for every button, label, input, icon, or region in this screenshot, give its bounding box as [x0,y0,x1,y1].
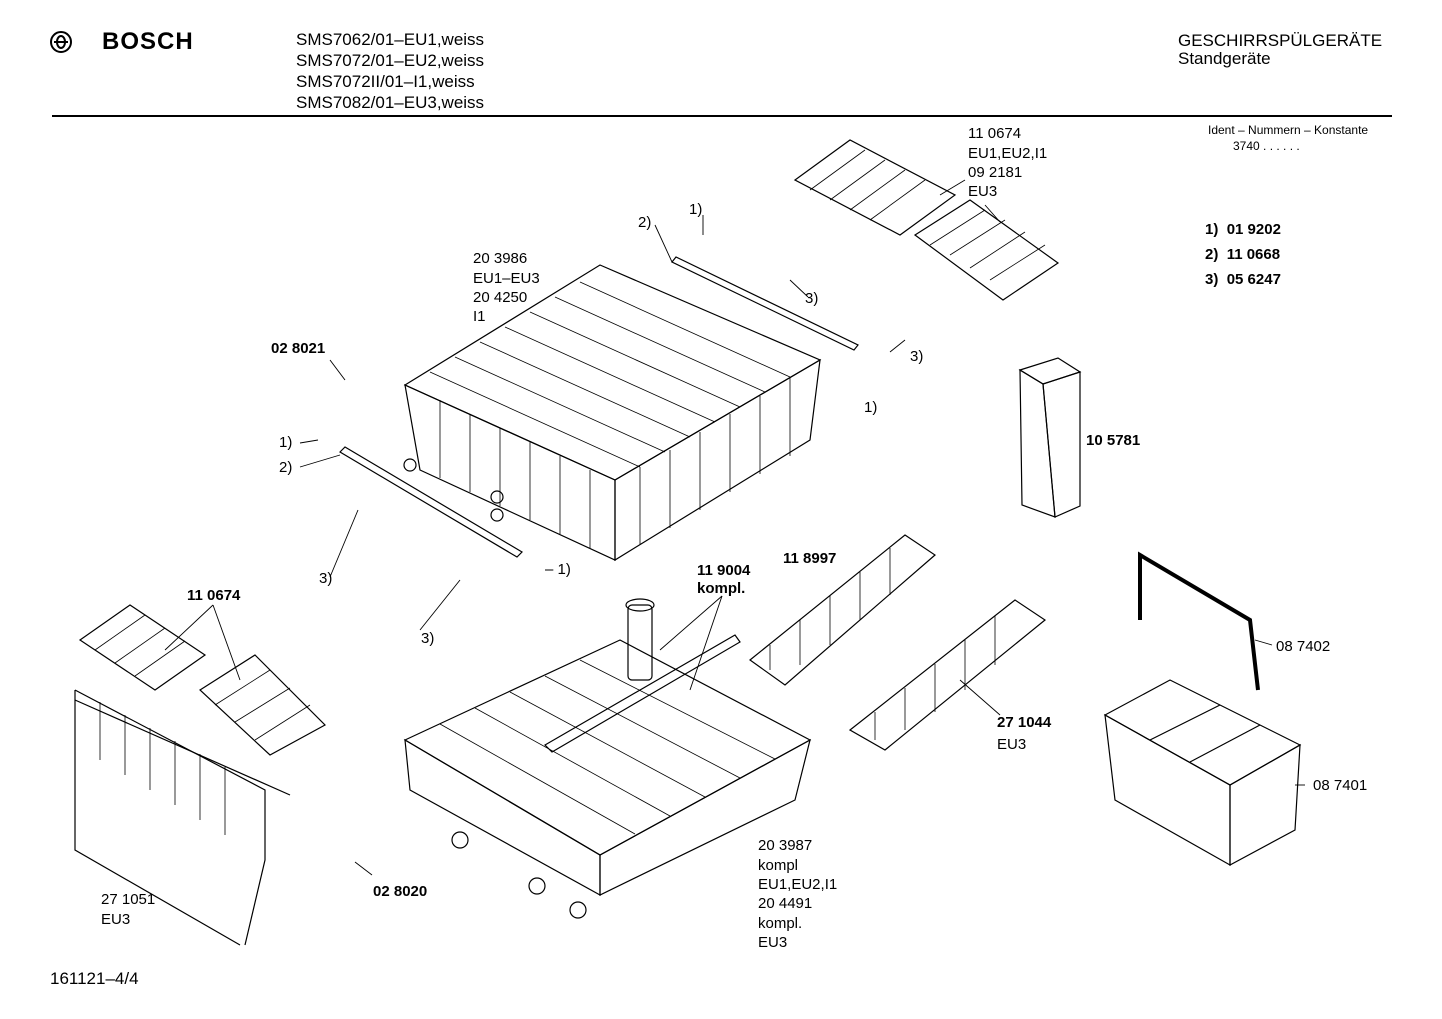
legend-item: 3) 05 6247 [1205,271,1281,289]
spray-arm-drawing [544,598,741,753]
part-label-handle: 08 7402 [1276,638,1331,655]
legend-key: 3) [1205,271,1219,288]
legend-value: 05 6247 [1226,271,1281,288]
container-drawing [1018,357,1082,518]
page-id: 161121–4/4 [50,969,139,988]
upper-rack-drawing [403,264,822,562]
part-label-insert-lower: EU3 [997,736,1027,753]
callout-1: 1) [689,201,703,218]
part-label-spray-arm: kompl. [697,580,746,597]
callout-1: 1) [279,434,293,451]
part-label-lower-rack: EU1,EU2,I1 [758,876,838,893]
ident-label: Ident – Nummern – Konstante [1208,123,1369,137]
part-label-cup-rack: 27 1051 [101,891,156,908]
cup-rack-drawing [74,689,291,946]
bosch-logo: BOSCH [50,28,194,56]
brand-name: BOSCH [102,28,194,55]
part-label-lower-rack: 20 4491 [758,895,813,912]
part-label-top-rack: 20 4250 [473,289,528,306]
legend-item: 2) 11 0668 [1205,246,1280,264]
part-label-spray-arm: 11 9004 [697,562,751,579]
legend-key: 1) [1205,221,1219,238]
part-label-basket: 08 7401 [1313,777,1368,794]
part-label-tines-left: 11 0674 [187,587,241,604]
part-label-top-rack: I1 [473,308,486,325]
part-label-tines-top: EU1,EU2,I1 [968,145,1048,162]
tines-left-drawing [78,604,326,756]
model-line: SMS7072/01–EU2,weiss [296,51,485,70]
part-label-lower-rack: kompl. [758,915,803,932]
legend-value: 11 0668 [1226,246,1281,263]
part-label-tines-top: 11 0674 [968,125,1022,142]
part-label-tines-top: EU3 [968,183,998,200]
part-label-wheel-lower: 02 8020 [373,883,428,900]
category-subtitle: Standgeräte [1178,49,1271,68]
inserts-drawing [749,534,1047,751]
part-label-lower-rack: kompl [758,857,799,874]
part-label-top-rack: EU1–EU3 [473,270,540,287]
part-label-tines-top: 09 2181 [968,164,1023,181]
model-line: SMS7072II/01–I1,weiss [296,72,475,91]
leader-lines [164,179,1305,876]
legend-item: 1) 01 9202 [1205,221,1281,239]
part-label-insert-upper: 11 8997 [783,550,837,567]
part-label-lower-rack: 20 3987 [758,837,813,854]
callout-2: 2) [638,214,652,231]
callout-3: 3) [910,348,924,365]
callout-1: – 1) [545,561,571,578]
callout-3: 3) [421,630,435,647]
category-title: GESCHIRRSPÜLGERÄTE [1178,31,1383,50]
callout-3: 3) [319,570,333,587]
model-line: SMS7062/01–EU1,weiss [296,30,485,49]
part-label-insert-lower: 27 1044 [997,714,1052,731]
legend-key: 2) [1205,246,1219,263]
rails-drawing [339,256,859,558]
part-label-container: 10 5781 [1086,432,1141,449]
ident-value: 3740 . . . . . . [1233,139,1300,153]
bosch-armature-icon [50,31,72,53]
part-label-lower-rack: EU3 [758,934,788,951]
callout-2: 2) [279,459,293,476]
part-label-cup-rack: EU3 [101,911,131,928]
part-label-wheel-upper: 02 8021 [271,340,326,357]
basket-drawing [1103,679,1302,867]
model-line: SMS7082/01–EU3,weiss [296,93,485,112]
callout-3: 3) [805,290,819,307]
callout-1: 1) [864,399,878,416]
tines-top-drawing [793,139,1060,301]
legend-value: 01 9202 [1226,221,1281,238]
lower-rack-drawing [403,639,812,919]
part-label-top-rack: 20 3986 [473,250,528,267]
handle-drawing [1138,551,1260,691]
